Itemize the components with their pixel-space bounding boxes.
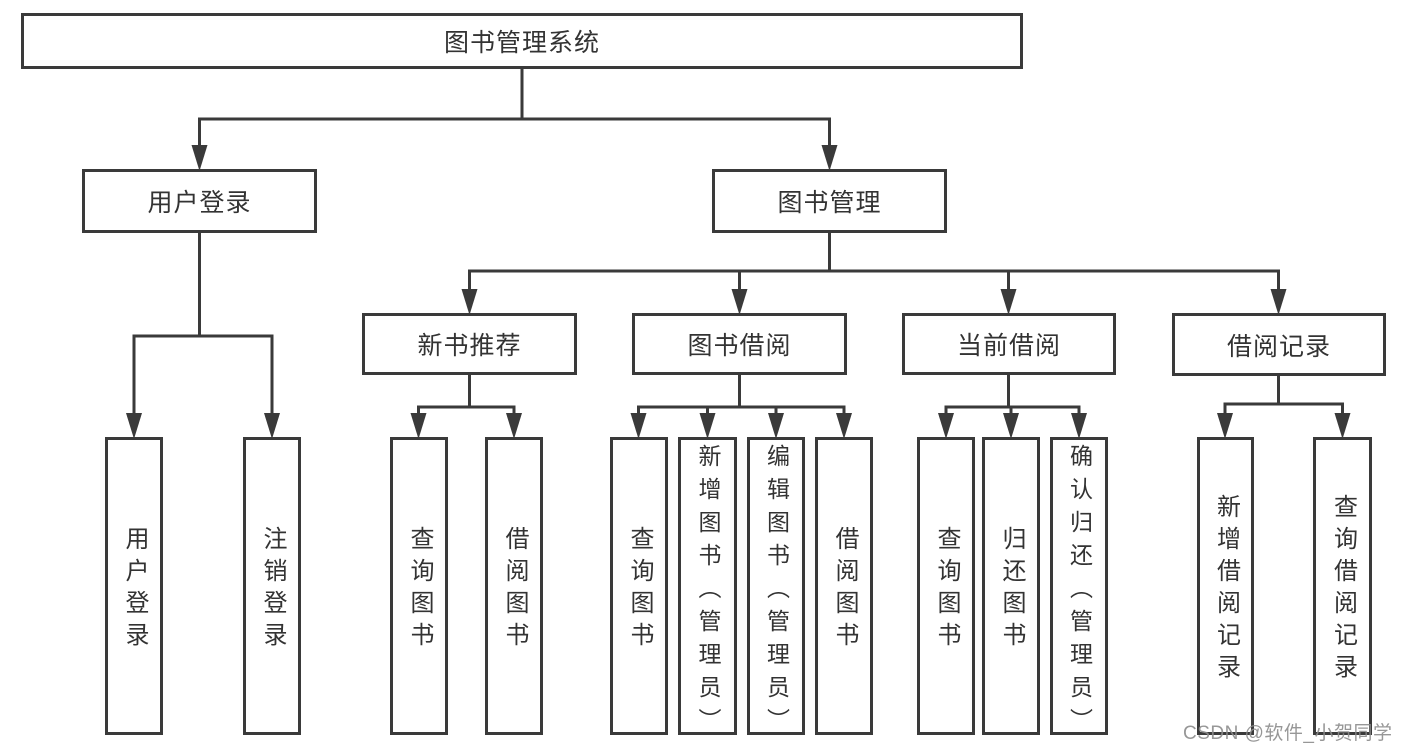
leaf-add-borrow-record: 新增借阅记录 bbox=[1197, 437, 1254, 735]
tree-edges bbox=[132, 69, 1344, 415]
leaf-logout: 注销登录 bbox=[243, 437, 301, 735]
csdn-watermark: CSDN @软件_小贺同学 bbox=[1183, 723, 1393, 744]
node-borrow-records: 借阅记录 bbox=[1172, 313, 1386, 376]
node-book-borrowing: 图书借阅 bbox=[632, 313, 847, 375]
leaf-borrow-books-1: 借阅图书 bbox=[485, 437, 543, 735]
leaf-user-login: 用户登录 bbox=[105, 437, 163, 735]
node-book-management: 图书管理 bbox=[712, 169, 947, 233]
arrowheads bbox=[126, 145, 1351, 439]
leaf-query-books-2: 查询图书 bbox=[610, 437, 668, 735]
leaf-confirm-return-admin: 确认归还（管理员） bbox=[1050, 437, 1108, 741]
leaf-add-book-admin: 新增图书（管理员） bbox=[678, 437, 737, 741]
leaf-query-borrow-record: 查询借阅记录 bbox=[1313, 437, 1372, 735]
node-new-book-recommend: 新书推荐 bbox=[362, 313, 577, 375]
leaf-edit-book-admin: 编辑图书（管理员） bbox=[747, 437, 805, 741]
leaf-return-books: 归还图书 bbox=[982, 437, 1040, 735]
node-user-login: 用户登录 bbox=[82, 169, 317, 233]
node-current-borrowing: 当前借阅 bbox=[902, 313, 1116, 375]
node-library-system: 图书管理系统 bbox=[21, 13, 1023, 69]
leaf-query-books-1: 查询图书 bbox=[390, 437, 448, 735]
leaf-borrow-books-2: 借阅图书 bbox=[815, 437, 873, 735]
leaf-query-books-3: 查询图书 bbox=[917, 437, 975, 735]
